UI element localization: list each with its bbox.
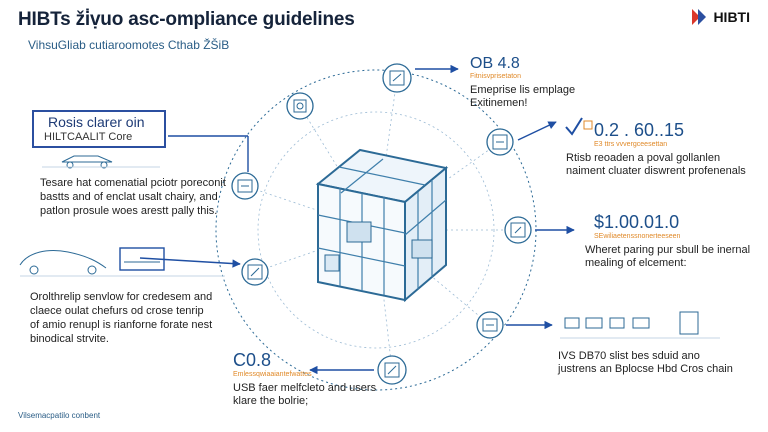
left-sketch-2	[19, 247, 225, 277]
stat-1: OB 4.8 Fitnisvprisetaton Emeprise lis em…	[470, 55, 575, 110]
stat-3: $1.00.01.0 SEwiliaetenssnonerteeseen	[594, 212, 680, 240]
left-sketch-1	[42, 155, 160, 169]
logo-text: HIBTI	[713, 9, 750, 25]
stat-3-caption: SEwiliaetenssnonerteeseen	[594, 233, 681, 240]
callout-subtitle: HILTCAALIT Core	[44, 131, 133, 143]
stat-3-line: Wheret paring pur sbull be inernal	[585, 244, 751, 256]
stat-1-line: Exitinemen!	[470, 97, 528, 109]
callout-title: Rosis clarer oin	[48, 114, 145, 130]
left-p1-line: bastts and of enclat usalt chairy, and	[40, 191, 218, 203]
arrows	[139, 64, 575, 375]
stat-1-line: Emeprise lis emplage	[470, 84, 576, 96]
inner-orbit	[257, 111, 495, 349]
stat-4-value: IVS DB70 slist bes sduid ano	[558, 350, 700, 362]
logo-icon	[692, 9, 707, 25]
stat-bottom-line: klare the bolrie;	[233, 395, 309, 407]
stat-4: IVS DB70 slist bes sduid ano justrens an…	[558, 350, 733, 376]
left-p2-line: Orolthrelip senvlow for credesem and	[30, 291, 213, 303]
stat-4-line: justrens an Bplocse Hbd Cros chain	[558, 363, 733, 375]
page-subtitle: VihsuGliab cutiaroomotes Cthab ŽŠiB	[28, 38, 230, 52]
left-p2-line: claece oulat chefurs od crose tenrip	[30, 305, 204, 317]
left-p1-line: Tesare hat comenatial pciotr poreconit	[40, 177, 226, 189]
check-icon	[565, 117, 583, 136]
stat-2-value: 0.2 . 60..15	[594, 120, 685, 140]
stat-2-line: Rtisb reoaden a poval gollanlen	[566, 152, 721, 164]
callout-box: Rosis clarer oin HILTCAALIT Core	[32, 110, 166, 148]
stat-1-caption: Fitnisvprisetaton	[470, 73, 521, 80]
stat-bottom: C0.8 Emlessqwiaaiantefwattes USB faer me…	[233, 350, 376, 408]
stat-3-value: $1.00.01.0	[594, 212, 680, 232]
left-p2-line: binodical strvite.	[30, 333, 109, 345]
stat-bottom-caption: Emlessqwiaaiantefwattes	[233, 371, 312, 378]
stat-2-text: Rtisb reoaden a poval gollanlen naiment …	[566, 152, 746, 178]
node-glyphs	[237, 70, 526, 378]
right-sketch	[560, 311, 720, 339]
left-p1-line: patlon prosule woes arestt pally this.	[40, 205, 218, 217]
stat-bottom-line: USB faer melfcleto and users	[233, 382, 377, 394]
stat-2: 0.2 . 60..15 E3 ttrs vvvergceesettan	[594, 120, 684, 148]
left-paragraph-1: Tesare hat comenatial pciotr poreconit b…	[40, 176, 226, 218]
stat-bottom-value: C0.8	[233, 350, 272, 370]
page-title: HIBTs ži̇ṿuo asc-ompliance guidelines	[18, 9, 355, 30]
footer-text: Vilsemacpatilo conbent	[18, 411, 101, 420]
left-p2-line: of amio renupl is rianforne forate nest	[30, 319, 213, 331]
stat-2-line: naiment cluater diswrent profenenals	[566, 165, 746, 177]
stat-1-value: OB 4.8	[470, 55, 520, 72]
stat-2-caption: E3 ttrs vvvergceesettan	[594, 141, 668, 148]
stat-3-line: mealing of elcement:	[585, 257, 687, 269]
left-paragraph-2: Orolthrelip senvlow for credesem and cla…	[30, 290, 212, 346]
central-cube	[315, 148, 449, 303]
brand-logo: HIBTI	[692, 9, 750, 25]
stat-3-text: Wheret paring pur sbull be inernal meali…	[585, 244, 750, 270]
